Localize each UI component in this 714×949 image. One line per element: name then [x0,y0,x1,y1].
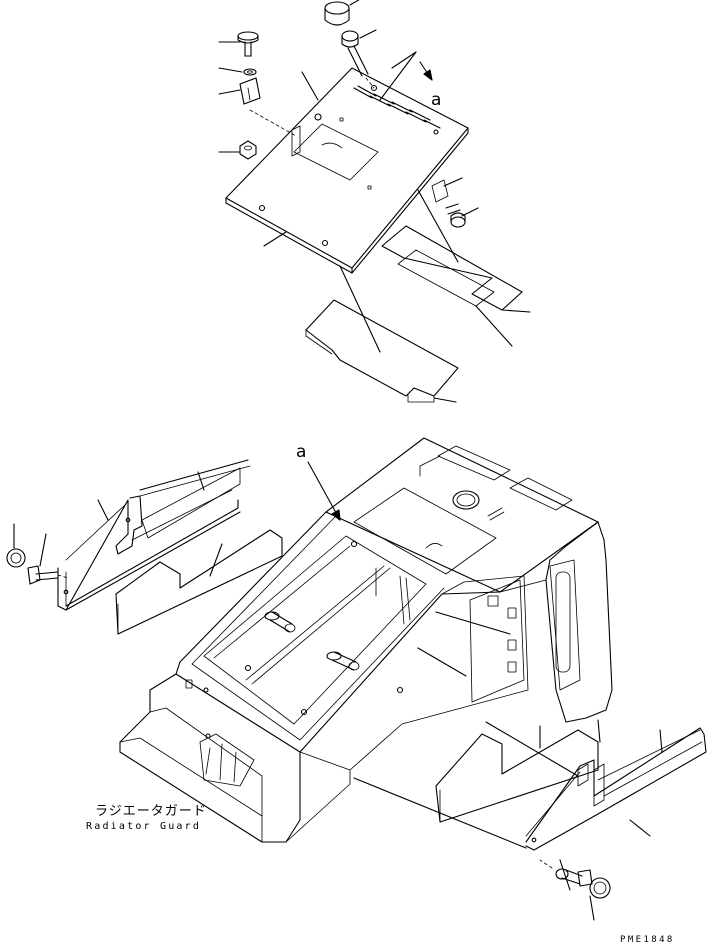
right-bolt [555,868,593,887]
top-cap [324,1,350,26]
top-right-bolt [341,30,369,77]
reference-label-a-top: a [431,90,442,110]
part-name-japanese: ラジエータガード [95,804,207,819]
reference-label-a-main: a [296,442,307,462]
part-name-english: Radiator Guard [86,821,202,832]
left-bolt [27,565,59,585]
left-cap [6,548,26,568]
radiator-guard-housing [119,437,613,843]
side-bolt [445,203,466,228]
inner-bolt-left [264,611,296,633]
right-side-bracket-frame [525,727,707,851]
seal-plate-lower [305,299,459,403]
top-washer [243,68,257,76]
top-cover-plate [225,67,469,274]
right-cap [589,877,611,899]
direction-arrow-main [307,461,341,521]
leader-lines-top [218,0,531,403]
top-clip [239,77,261,105]
top-nut [239,140,257,160]
gasket-strip-upper [381,225,523,311]
left-side-bracket-frame [57,459,251,611]
left-filler-panel [115,529,283,635]
inner-bolt-center [326,651,360,671]
top-bolt [237,31,259,57]
drawing-code: PME1848 [620,935,675,945]
right-filler-panel [435,729,599,823]
direction-arrow-top [419,61,433,81]
cover-louvre-slots [353,85,441,129]
leader-lines-main [13,471,663,921]
